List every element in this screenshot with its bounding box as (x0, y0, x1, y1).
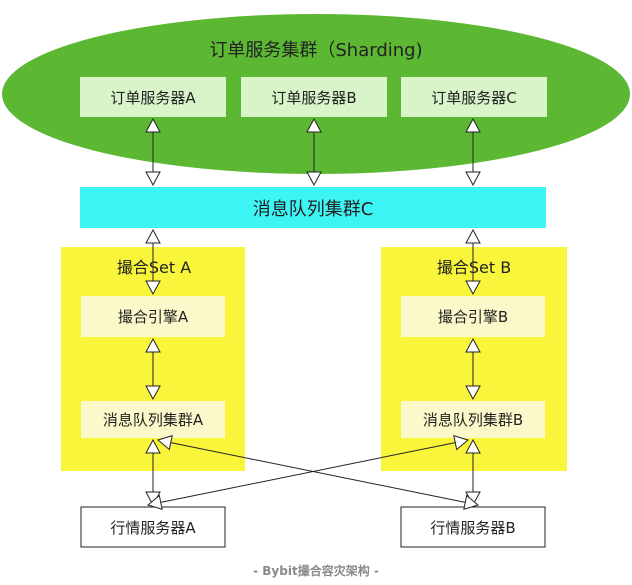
arrowhead (463, 494, 480, 510)
mq-cluster-c-label: 消息队列集群C (253, 199, 374, 220)
arrowhead (145, 117, 161, 133)
arrowhead (306, 117, 322, 133)
engine-a-label: 撮合引擎A (118, 308, 189, 326)
arrowhead (465, 171, 481, 187)
arrowhead (465, 337, 481, 353)
arrowhead (145, 171, 161, 187)
mq-cluster-b-box (401, 401, 545, 438)
arrowhead (145, 438, 161, 454)
diagram-caption: - Bybit撮合容灾架构 - (253, 563, 379, 578)
arrowhead (146, 494, 163, 510)
market-server-b-box (400, 506, 546, 548)
order-server-a-box (80, 77, 226, 117)
order-server-b-box (241, 77, 387, 117)
arrowhead (465, 228, 481, 244)
arrowhead (145, 337, 161, 353)
mq-cluster-b-label: 消息队列集群B (423, 411, 523, 429)
market-server-a-label: 行情服务器A (110, 519, 196, 537)
arrowhead (306, 171, 322, 187)
arrowhead (145, 228, 161, 244)
connector-group (145, 117, 481, 510)
arrowhead (145, 280, 161, 296)
mq-cluster-a-label: 消息队列集群A (103, 411, 204, 429)
order-server-a-label: 订单服务器A (110, 89, 196, 107)
arrowhead (465, 385, 481, 401)
connector-mq-a-market-b (170, 442, 466, 503)
mq-cluster-a-box (81, 401, 225, 438)
arrowhead (156, 435, 173, 451)
mq-cluster-c-box (80, 187, 546, 228)
connector-mq-b-market-a (160, 442, 456, 503)
arrowhead (465, 438, 481, 454)
match-set-b-title: 撮合Set B (437, 258, 511, 277)
order-server-c-box (401, 77, 547, 117)
match-set-a-title: 撮合Set A (117, 258, 191, 277)
arrowhead (145, 385, 161, 401)
order-server-c-label: 订单服务器C (431, 89, 516, 107)
order-server-b-label: 订单服务器B (271, 89, 356, 107)
arrowhead (465, 280, 481, 296)
market-server-a-box (80, 506, 226, 548)
market-server-b-label: 行情服务器B (430, 519, 515, 537)
engine-b-label: 撮合引擎B (438, 308, 508, 326)
engine-a-box (81, 296, 225, 337)
arrowhead (465, 117, 481, 133)
engine-b-box (401, 296, 545, 337)
arrowhead (453, 435, 470, 451)
order-cluster-title: 订单服务集群（Sharding) (209, 40, 422, 61)
